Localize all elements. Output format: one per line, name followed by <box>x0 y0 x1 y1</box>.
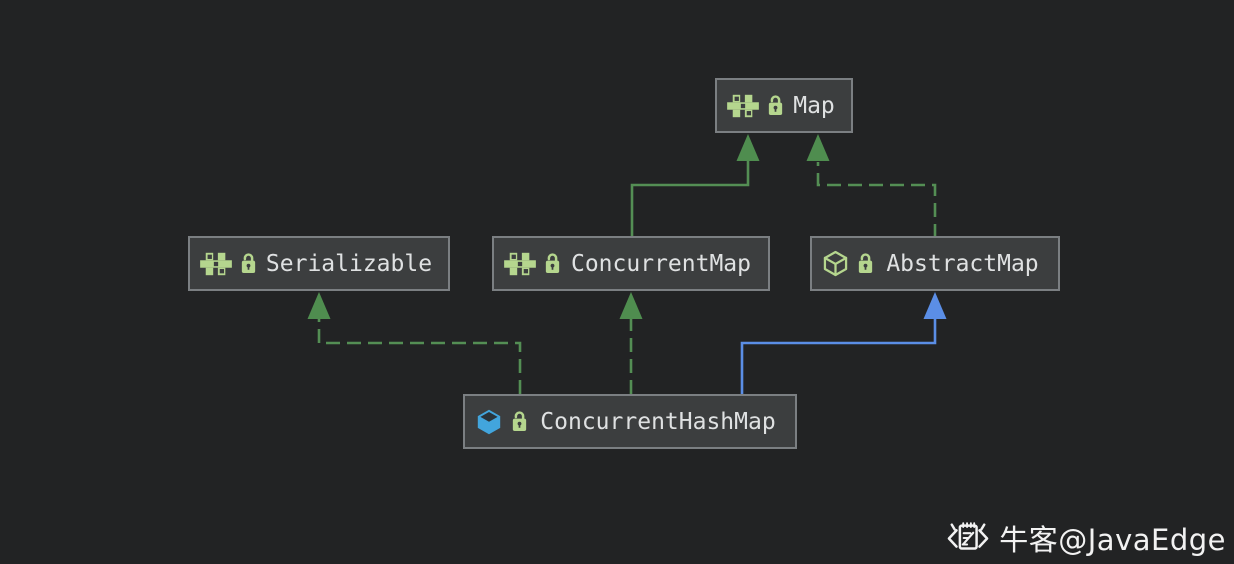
open-lock-icon <box>766 93 785 118</box>
interface-icon <box>504 250 536 278</box>
class-node-serializable[interactable]: Serializable <box>188 236 450 291</box>
open-lock-icon <box>543 251 562 276</box>
open-lock-icon <box>510 409 529 434</box>
watermark: 牛客@JavaEdge <box>944 517 1226 559</box>
open-lock-icon <box>239 251 258 276</box>
class-name-label: ConcurrentMap <box>570 250 751 277</box>
class-name-label: Map <box>793 92 835 119</box>
edge-concurrentmap-extends-map <box>630 134 760 238</box>
class-cube-icon <box>475 408 503 436</box>
edge-concurrenthashmap-implements-serializable <box>307 292 522 394</box>
class-name-label: AbstractMap <box>886 250 1039 277</box>
class-name-label: Serializable <box>265 250 433 277</box>
edge-abstractmap-implements-map <box>806 134 937 238</box>
class-node-abstractmap[interactable]: AbstractMap <box>810 236 1060 291</box>
interface-icon <box>727 92 759 120</box>
class-node-concurrenthashmap[interactable]: ConcurrentHashMap <box>463 394 797 449</box>
open-lock-icon <box>856 251 875 276</box>
watermark-text: 牛客@JavaEdge <box>999 523 1226 557</box>
edge-concurrenthashmap-implements-concurrentmap <box>619 292 643 394</box>
class-node-concurrentmap[interactable]: ConcurrentMap <box>492 236 770 291</box>
nowcoder-logo-icon <box>944 517 992 559</box>
class-node-map[interactable]: Map <box>715 78 853 133</box>
abstract-class-cube-icon <box>822 250 849 277</box>
edge-concurrenthashmap-extends-abstractmap <box>740 292 947 394</box>
interface-icon <box>200 250 232 278</box>
class-name-label: ConcurrentHashMap <box>540 408 776 435</box>
